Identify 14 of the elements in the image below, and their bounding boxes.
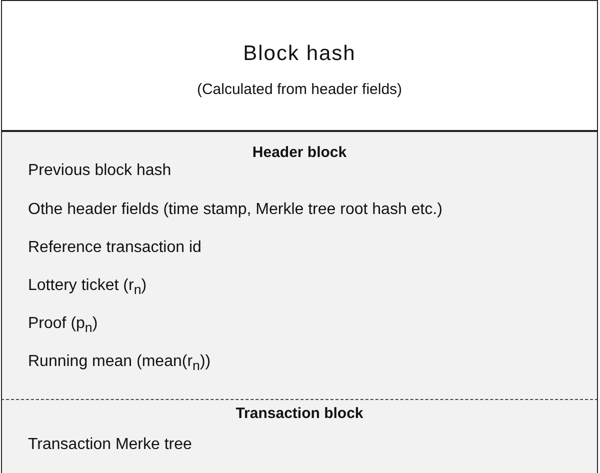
field-label: Transaction Merke tree [28,436,192,454]
header-box [1,0,598,131]
field-label: Lottery ticket (r$_{n}$) [28,277,147,298]
block-title: Block hash [243,42,356,66]
section-heading: Header block [252,144,347,161]
field-label: Reference transaction id [28,239,202,257]
field-label: Proof (p$_{n}$) [28,315,98,336]
field-label: Running mean (mean(r$_{n}$)) [28,353,211,374]
field-label: Previous block hash [28,162,172,180]
field-label: Othe header fields (time stamp, Merkle tree root hash etc.) [28,201,442,219]
section-heading: Transaction block [236,405,364,422]
section-panel [1,131,598,399]
section-panel [1,399,598,473]
subtitle: (Calculated from header fields) [196,81,402,98]
